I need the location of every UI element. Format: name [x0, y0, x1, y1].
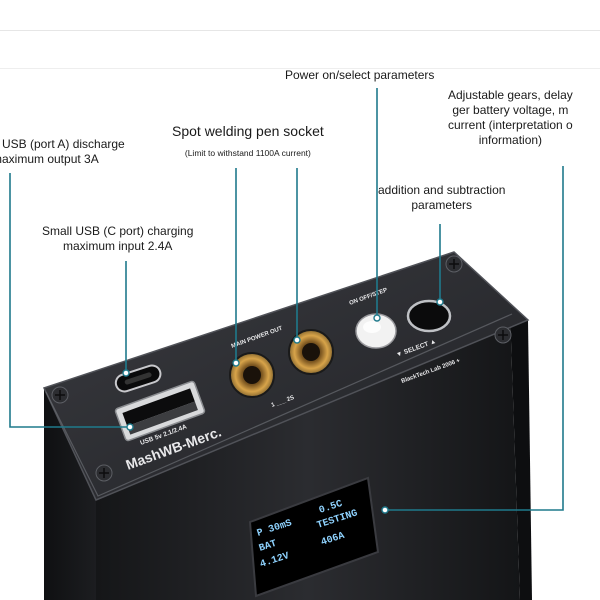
screw-cross-icon [498, 330, 508, 340]
label-usb-a-line2: maximum output 3A [0, 152, 99, 166]
leader-dot [436, 298, 444, 306]
label-add-sub: addition and subtraction parameters [378, 183, 505, 213]
label-add-line2: parameters [411, 198, 473, 212]
usb-c-port [114, 364, 162, 393]
label-gears-line3: current (interpretation o [448, 118, 573, 132]
top-bar [0, 0, 600, 30]
oled-screen: P 30mS BAT 4.12V 0.5C TESTING 406A [248, 476, 380, 598]
screen-left-2: BAT [258, 539, 279, 555]
label-usb-c-line1: Small USB (C port) charging [42, 224, 194, 238]
leader-gears [385, 166, 564, 511]
divider-top [0, 30, 600, 31]
device-left-side [44, 388, 96, 600]
label-pen-sub: (Limit to withstand 1100A current) [184, 147, 311, 158]
screw-cross-icon [449, 259, 459, 269]
label-usb-c-line2: maximum input 2.4A [63, 239, 173, 253]
device-front-face [96, 312, 520, 600]
label-pen-socket: Spot welding pen socket (Limit to withst… [172, 123, 324, 158]
divider-second [0, 68, 600, 69]
device-right-edge [510, 312, 532, 600]
leader-lines [9, 88, 564, 511]
label-pen-title: Spot welding pen socket [172, 123, 324, 139]
label-power-text: Power on/select parameters [285, 68, 435, 82]
screws [51, 255, 512, 482]
label-add-line1: addition and subtraction [378, 183, 506, 197]
label-power: Power on/select parameters [285, 68, 434, 83]
select-button[interactable] [406, 299, 452, 333]
label-gears: Adjustable gears, delay ger battery volt… [448, 88, 573, 148]
leader-dot [373, 314, 381, 322]
label-gears-line4: information) [478, 133, 543, 147]
label-gears-line1: Adjustable gears, delay [448, 88, 573, 102]
pen-socket-left [229, 352, 275, 398]
leader-dot [293, 336, 301, 344]
label-usb-a: e USB (port A) discharge maximum output … [0, 137, 125, 167]
label-usb-c: Small USB (C port) charging maximum inpu… [42, 224, 193, 254]
usb-a-port [114, 380, 206, 442]
screw-cross-icon [55, 390, 65, 400]
leader-dot [381, 506, 389, 514]
screw-cross-icon [99, 468, 109, 478]
leader-dot [232, 359, 240, 367]
leader-dot [126, 423, 134, 431]
label-gears-line2: ger battery voltage, m [452, 103, 569, 117]
leader-dot [122, 369, 130, 377]
leader-usba [9, 173, 130, 428]
power-button[interactable] [355, 313, 397, 349]
label-usb-a-line1: e USB (port A) discharge [0, 137, 125, 151]
